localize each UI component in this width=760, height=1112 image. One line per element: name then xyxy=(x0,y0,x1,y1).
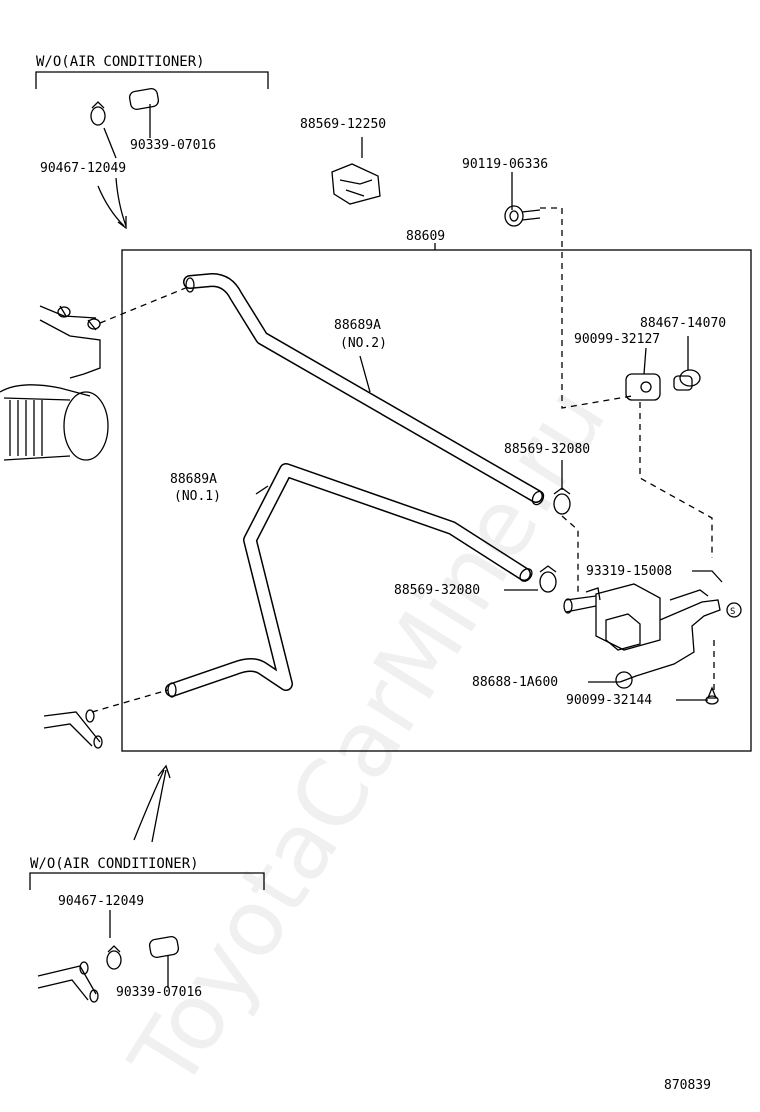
label-hose-no1-sub: (NO.1) xyxy=(174,489,221,504)
diagram-id: 870839 xyxy=(664,1078,711,1093)
valve-icon xyxy=(563,583,661,651)
holder-icon xyxy=(331,163,381,205)
label-bottom-clamp-upper: 90467-12049 xyxy=(58,894,145,909)
label-valve: 88688-1A600 xyxy=(472,675,559,690)
top-clamp-icon xyxy=(90,88,160,126)
assembly-frame xyxy=(121,249,752,752)
bottom-pipe-icon xyxy=(37,961,99,1003)
dashed-leaders xyxy=(91,207,715,713)
label-holder: 88569-12250 xyxy=(300,117,387,132)
label-clamp-lower: 88569-32080 xyxy=(394,583,481,598)
top-header: W/O(AIR CONDITIONER) xyxy=(36,54,205,70)
bottom-header: W/O(AIR CONDITIONER) xyxy=(30,856,199,872)
hose-no2 xyxy=(183,273,545,506)
top-header-bracket xyxy=(35,71,269,89)
label-top-clamp-lower: 90467-12049 xyxy=(40,161,127,176)
label-hose-no2-num: 88689A xyxy=(334,318,381,333)
label-grommet: 90099-32127 xyxy=(574,332,661,347)
pipe-icon xyxy=(43,709,103,749)
label-clamp-upper: 88569-32080 xyxy=(504,442,591,457)
svg-text:S: S xyxy=(730,607,735,617)
label-collar: 88467-14070 xyxy=(640,316,727,331)
label-hose-no1-num: 88689A xyxy=(170,472,217,487)
bottom-header-bracket xyxy=(29,872,265,890)
bracket-icon xyxy=(615,589,721,689)
bolt-icon xyxy=(504,205,541,227)
engine-part-icon xyxy=(0,305,109,461)
label-hose-no2-sub: (NO.2) xyxy=(340,336,387,351)
clamp-lower-icon xyxy=(539,565,557,593)
label-bracket-screw: 93319-15008 xyxy=(586,564,673,579)
bottom-clamp-icon xyxy=(106,936,180,970)
label-bottom-clamp-lower: 90339-07016 xyxy=(116,985,203,1000)
label-grommet-lower: 90099-32144 xyxy=(566,693,653,708)
top-arrow xyxy=(97,185,125,227)
screw-icon: S xyxy=(726,602,742,618)
clamp-upper-icon xyxy=(553,487,571,515)
grommet-icon xyxy=(625,373,661,401)
bottom-arrow xyxy=(133,769,165,841)
lower-grommet-icon xyxy=(705,686,719,705)
collar-icon xyxy=(673,369,701,391)
label-top-clamp-upper: 90339-07016 xyxy=(130,138,217,153)
label-assembly: 88609 xyxy=(406,229,446,244)
label-bolt: 90119-06336 xyxy=(462,157,549,172)
